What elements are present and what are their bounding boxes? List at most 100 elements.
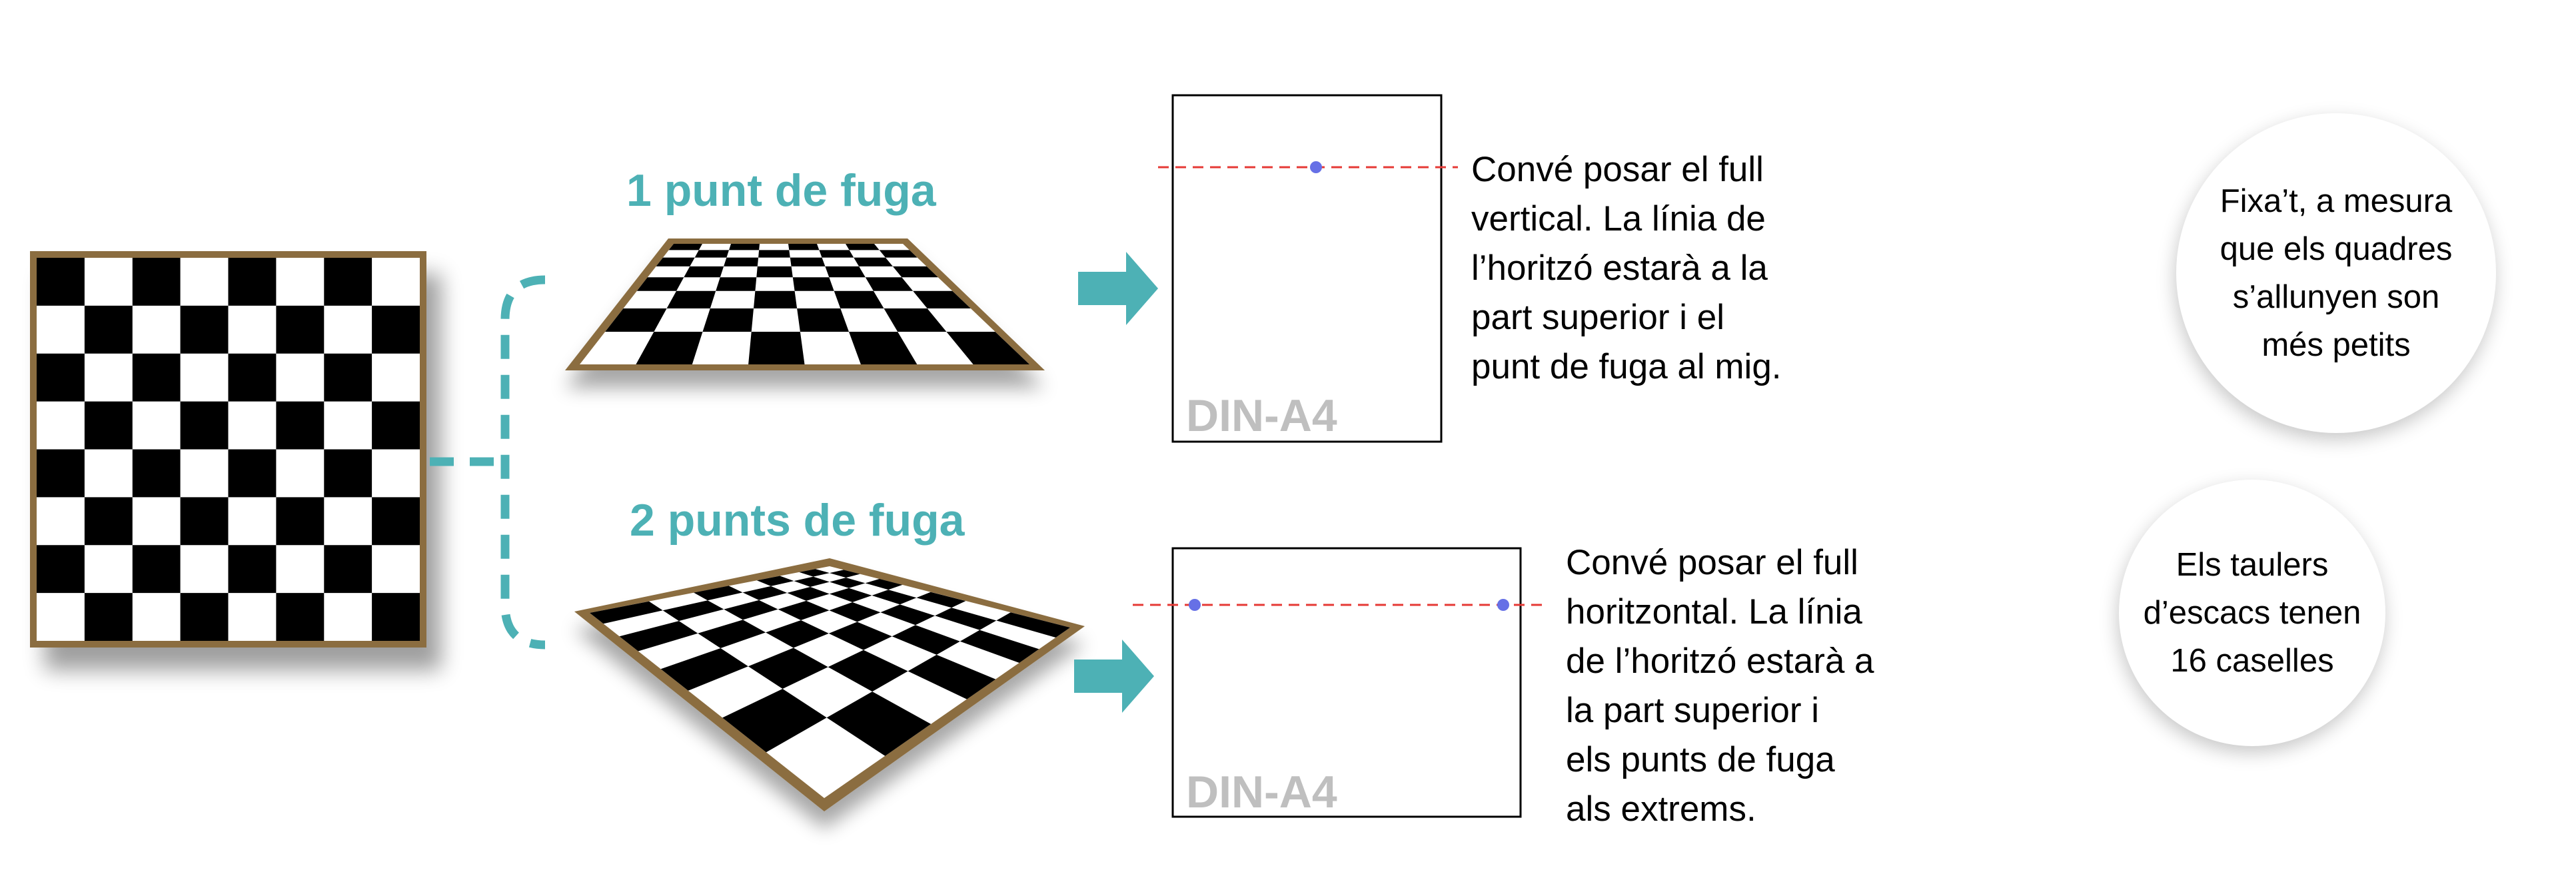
bubble-line: Fixa’t, a mesura: [2220, 183, 2453, 219]
description-line: horitzontal. La línia: [1566, 592, 1862, 632]
chess-square: [916, 592, 966, 608]
description-line: la part superior i: [1566, 691, 1820, 730]
chess-square: [180, 497, 229, 546]
chess-square: [84, 305, 133, 354]
chess-square: [180, 593, 229, 641]
bubble-line: d’escacs tenen: [2143, 595, 2361, 631]
chess-square: [884, 308, 947, 332]
vanishing-point: [1497, 599, 1509, 611]
connector-bracket: [430, 275, 546, 650]
bubble-line: més petits: [2261, 327, 2411, 363]
chess-square: [778, 600, 830, 620]
chess-square: [37, 449, 85, 498]
chess-square: [829, 602, 881, 622]
chess-square: [722, 689, 827, 753]
two-point-perspective-board: [574, 558, 1085, 811]
chess-square: [834, 290, 884, 308]
note-bubble-top: Fixa’t, a mesura que els quadres s’allun…: [2176, 113, 2496, 433]
chess-square: [865, 579, 903, 590]
chess-square: [656, 257, 695, 266]
chess-square: [788, 244, 820, 250]
vanishing-point: [1310, 161, 1322, 173]
heading-one-point: 1 punt de fuga: [626, 165, 936, 216]
chess-square: [84, 593, 133, 641]
note-bubble-bottom: Els taulers d’escacs tenen 16 caselles: [2119, 480, 2385, 746]
chess-square: [37, 545, 85, 594]
chess-square: [636, 332, 703, 364]
chess-square: [276, 497, 324, 546]
chess-square: [372, 497, 420, 546]
chess-square: [729, 244, 760, 250]
chess-square: [668, 244, 702, 250]
paper-label-vertical: DIN-A4: [1186, 390, 1337, 441]
chess-square: [716, 277, 757, 291]
chess-square: [830, 570, 860, 578]
chess-square: [228, 258, 277, 306]
chess-square: [372, 401, 420, 450]
chess-square: [132, 353, 181, 402]
chess-square: [819, 250, 854, 258]
chess-square: [787, 587, 830, 601]
chess-square: [935, 608, 997, 630]
chess-square: [756, 266, 793, 278]
chess-square: [590, 601, 663, 624]
bubble-line: s’allunyen son: [2232, 279, 2440, 315]
chess-square: [180, 401, 229, 450]
one-point-perspective-board: [565, 238, 1045, 370]
chess-square: [794, 576, 830, 587]
chess-square: [792, 277, 834, 291]
chess-square: [84, 401, 133, 450]
chess-square: [636, 277, 684, 291]
description-one-point: Convé posar el full vertical. La línia d…: [1471, 145, 1782, 392]
chess-square: [619, 621, 698, 652]
chess-square: [666, 290, 716, 308]
chess-square: [660, 648, 748, 691]
chess-square: [960, 630, 1039, 663]
flat-chessboard: [30, 251, 426, 648]
description-line: punt de fuga al mig.: [1471, 347, 1782, 386]
chess-square: [880, 604, 936, 626]
chess-square: [324, 258, 372, 306]
arrow-right-icon: [1074, 640, 1154, 713]
chess-square: [276, 593, 324, 641]
chess-square: [854, 257, 893, 266]
bubble-line: 16 caselles: [2170, 643, 2334, 679]
chess-square: [724, 257, 759, 266]
paper-vertical: [1158, 94, 1458, 443]
chess-square: [742, 586, 788, 600]
bubble-line: que els quadres: [2220, 231, 2453, 267]
chess-square: [372, 593, 420, 641]
chess-square: [872, 590, 917, 605]
chess-square: [228, 545, 277, 594]
chess-square: [790, 257, 826, 266]
chess-square: [758, 250, 790, 258]
chess-square: [84, 497, 133, 546]
chess-square: [37, 353, 85, 402]
board-surface: [590, 566, 1070, 798]
description-line: els punts de fuga: [1566, 740, 1835, 779]
chess-square: [748, 332, 805, 364]
chess-square: [756, 576, 794, 586]
chess-square: [825, 266, 866, 278]
description-line: l’horitzó estarà a la: [1471, 248, 1768, 288]
chess-square: [865, 277, 914, 291]
chess-square: [766, 620, 829, 648]
chess-square: [996, 612, 1070, 638]
chess-square: [132, 449, 181, 498]
chess-square: [913, 290, 971, 308]
vanishing-point: [1189, 599, 1201, 611]
paper-label-horizontal: DIN-A4: [1186, 767, 1337, 817]
chess-square: [846, 244, 880, 250]
paper-horizontal: [1133, 547, 1545, 818]
description-line: Convé posar el full: [1471, 150, 1764, 189]
description-line: part superior i el: [1471, 298, 1725, 337]
chess-square: [724, 600, 778, 620]
chess-square: [829, 588, 872, 602]
chess-square: [228, 449, 277, 498]
chess-square: [276, 401, 324, 450]
chess-square: [799, 569, 830, 577]
chess-square: [698, 620, 766, 648]
chess-square: [132, 545, 181, 594]
chess-square: [908, 654, 996, 699]
